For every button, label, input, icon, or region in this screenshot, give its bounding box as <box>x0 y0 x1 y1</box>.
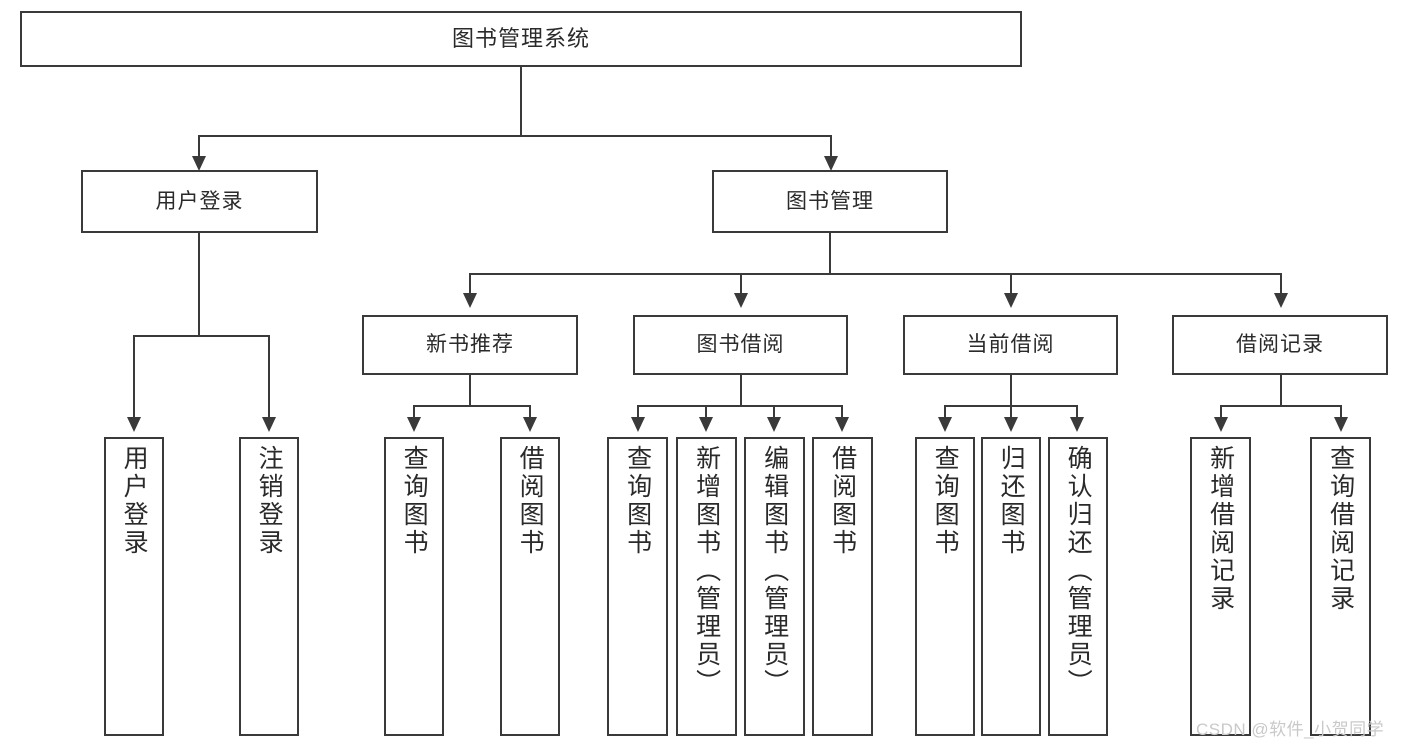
node-label: 新书推荐 <box>426 333 514 357</box>
connector-current-borrow-stem <box>1010 375 1012 405</box>
connector-book-borrow-stem <box>740 375 742 405</box>
leaf-label: 借阅图书 <box>828 445 857 557</box>
node-root-book-management-system[interactable]: 图书管理系统 <box>20 11 1022 67</box>
connector-book-manage-to-book-borrow <box>740 273 742 295</box>
connector-user-login-stem <box>198 233 200 335</box>
leaf-label: 归还图书 <box>997 445 1026 557</box>
leaf-confirm-return[interactable]: 确认归还（管理员） <box>1048 437 1108 736</box>
arrow-book-borrow-leaf-3 <box>767 417 781 432</box>
connector-current-borrow-leaf-3 <box>1076 405 1078 419</box>
leaf-label: 用户登录 <box>120 445 149 557</box>
arrow-new-book-leaf-1 <box>407 417 421 432</box>
leaf-label: 查询图书 <box>931 445 960 557</box>
node-label: 图书管理 <box>786 189 874 213</box>
connector-root-to-user-login <box>198 135 200 159</box>
node-new-book-recommend[interactable]: 新书推荐 <box>362 315 578 375</box>
arrow-root-to-user-login <box>192 156 206 171</box>
connector-borrow-record-leaf-2 <box>1340 405 1342 419</box>
leaf-user-login[interactable]: 用户登录 <box>104 437 164 736</box>
arrow-current-borrow-leaf-3 <box>1070 417 1084 432</box>
connector-borrow-record-stem <box>1280 375 1282 405</box>
connector-book-manage-to-current-borrow <box>1010 273 1012 295</box>
node-label: 用户登录 <box>155 189 244 213</box>
node-label: 图书管理系统 <box>451 25 590 51</box>
connector-borrow-record-bar <box>1220 405 1342 407</box>
connector-book-borrow-leaf-4 <box>841 405 843 419</box>
arrow-borrow-record-leaf-2 <box>1334 417 1348 432</box>
connector-root-stem <box>520 67 522 135</box>
leaf-label: 注销登录 <box>255 445 284 557</box>
connector-book-manage-stem <box>829 233 831 273</box>
node-label: 图书借阅 <box>696 333 785 357</box>
connector-new-book-bar <box>413 405 531 407</box>
arrow-book-borrow-leaf-1 <box>631 417 645 432</box>
leaf-label: 查询图书 <box>400 445 429 557</box>
node-borrow-record[interactable]: 借阅记录 <box>1172 315 1388 375</box>
leaf-borrow-book-new-book[interactable]: 借阅图书 <box>500 437 560 736</box>
node-label: 当前借阅 <box>966 333 1055 357</box>
connector-book-borrow-leaf-1 <box>637 405 639 419</box>
node-user-login[interactable]: 用户登录 <box>81 170 318 233</box>
node-book-borrow[interactable]: 图书借阅 <box>633 315 848 375</box>
leaf-label: 查询图书 <box>623 445 652 557</box>
node-label: 借阅记录 <box>1236 333 1324 357</box>
connector-user-login-leaf-1 <box>133 335 135 419</box>
connector-borrow-record-leaf-1 <box>1220 405 1222 419</box>
connector-book-borrow-bar <box>637 405 843 407</box>
csdn-watermark: CSDN @软件_小贺同学 <box>1196 720 1385 739</box>
arrow-book-manage-to-borrow-record <box>1274 293 1288 308</box>
leaf-borrow-book[interactable]: 借阅图书 <box>812 437 873 736</box>
leaf-return-book[interactable]: 归还图书 <box>981 437 1041 736</box>
node-current-borrow[interactable]: 当前借阅 <box>903 315 1118 375</box>
leaf-query-borrow-record[interactable]: 查询借阅记录 <box>1310 437 1371 736</box>
arrow-book-borrow-leaf-2 <box>699 417 713 432</box>
arrow-current-borrow-leaf-2 <box>1004 417 1018 432</box>
arrow-current-borrow-leaf-1 <box>938 417 952 432</box>
connector-book-manage-to-new-book <box>469 273 471 295</box>
leaf-edit-book[interactable]: 编辑图书（管理员） <box>744 437 805 736</box>
connector-current-borrow-leaf-1 <box>944 405 946 419</box>
node-book-management[interactable]: 图书管理 <box>712 170 948 233</box>
arrow-user-login-leaf-2 <box>262 417 276 432</box>
arrow-user-login-leaf-1 <box>127 417 141 432</box>
leaf-label: 新增图书（管理员） <box>692 445 721 697</box>
arrow-book-manage-to-book-borrow <box>734 293 748 308</box>
leaf-add-borrow-record[interactable]: 新增借阅记录 <box>1190 437 1251 736</box>
connector-root-bar <box>198 135 832 137</box>
arrow-root-to-book-manage <box>824 156 838 171</box>
connector-user-login-leaf-2 <box>268 335 270 419</box>
connector-book-borrow-leaf-3 <box>773 405 775 419</box>
leaf-label: 新增借阅记录 <box>1206 445 1235 613</box>
leaf-label: 借阅图书 <box>516 445 545 557</box>
arrow-book-manage-to-new-book <box>463 293 477 308</box>
leaf-query-book-new-book[interactable]: 查询图书 <box>384 437 444 736</box>
arrow-book-manage-to-current-borrow <box>1004 293 1018 308</box>
connector-book-manage-bar <box>469 273 1281 275</box>
connector-new-book-leaf-1 <box>413 405 415 419</box>
connector-new-book-stem <box>469 375 471 405</box>
connector-book-borrow-leaf-2 <box>705 405 707 419</box>
connector-current-borrow-leaf-2 <box>1010 405 1012 419</box>
arrow-book-borrow-leaf-4 <box>835 417 849 432</box>
leaf-logout[interactable]: 注销登录 <box>239 437 299 736</box>
leaf-label: 编辑图书（管理员） <box>760 445 789 697</box>
connector-user-login-bar <box>133 335 270 337</box>
leaf-add-book[interactable]: 新增图书（管理员） <box>676 437 737 736</box>
leaf-label: 确认归还（管理员） <box>1064 445 1093 697</box>
leaf-label: 查询借阅记录 <box>1326 445 1355 613</box>
connector-root-to-book-manage <box>830 135 832 159</box>
connector-book-manage-to-borrow-record <box>1280 273 1282 295</box>
arrow-borrow-record-leaf-1 <box>1214 417 1228 432</box>
connector-new-book-leaf-2 <box>529 405 531 419</box>
leaf-query-book-current[interactable]: 查询图书 <box>915 437 975 736</box>
leaf-query-book-borrow[interactable]: 查询图书 <box>607 437 668 736</box>
arrow-new-book-leaf-2 <box>523 417 537 432</box>
